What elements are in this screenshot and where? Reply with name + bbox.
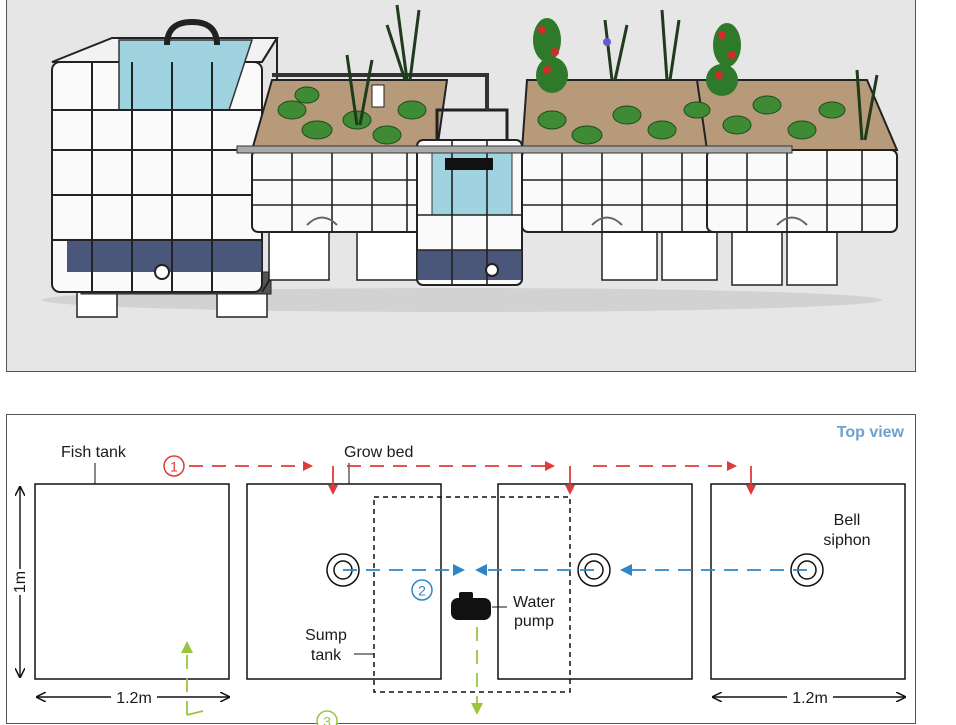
flow-3-return-bend <box>187 711 203 715</box>
width-dimension-right: 1.2m <box>713 688 905 707</box>
width-dimension-left: 1.2m <box>37 688 229 707</box>
flow-marker-2: 2 <box>418 583 426 599</box>
fish-tank-box <box>35 484 229 679</box>
top-view-diagram: Top view Fish tank Grow bed Bell siphon … <box>6 414 916 724</box>
illustration-svg <box>7 0 917 372</box>
width-dim-right-label: 1.2m <box>792 690 828 707</box>
view-title: Top view <box>837 424 905 441</box>
fish-tank-label: Fish tank <box>61 444 127 461</box>
sump-tank-label-line-1: Sump <box>305 627 347 644</box>
bell-siphon-label-line-1: Bell <box>834 512 861 529</box>
grow-bed-2-box <box>498 484 692 679</box>
width-dim-left-label: 1.2m <box>116 690 152 707</box>
grow-bed-3-illustration <box>697 80 897 285</box>
flow-marker-1: 1 <box>170 459 178 475</box>
fish-tank-illustration <box>52 22 277 317</box>
height-dimension: 1m <box>10 487 30 677</box>
grow-bed-label: Grow bed <box>344 444 413 461</box>
system-illustration <box>6 0 916 372</box>
bell-siphon-label-line-2: siphon <box>823 532 870 549</box>
flow-1-path: 1 <box>164 456 751 493</box>
flow-2-path: 2 <box>343 570 807 600</box>
water-pump-label-line-2: pump <box>514 613 554 630</box>
grow-bed-1-box <box>247 484 441 679</box>
sump-tank-label-line-2: tank <box>311 647 342 664</box>
water-pump-icon <box>451 592 491 620</box>
height-dim-label: 1m <box>12 571 29 593</box>
top-view-svg: Top view Fish tank Grow bed Bell siphon … <box>7 415 917 725</box>
flow-marker-3: 3 <box>323 714 331 725</box>
water-pump-label-line-1: Water <box>513 594 556 611</box>
grow-bed-3-box <box>711 484 905 679</box>
